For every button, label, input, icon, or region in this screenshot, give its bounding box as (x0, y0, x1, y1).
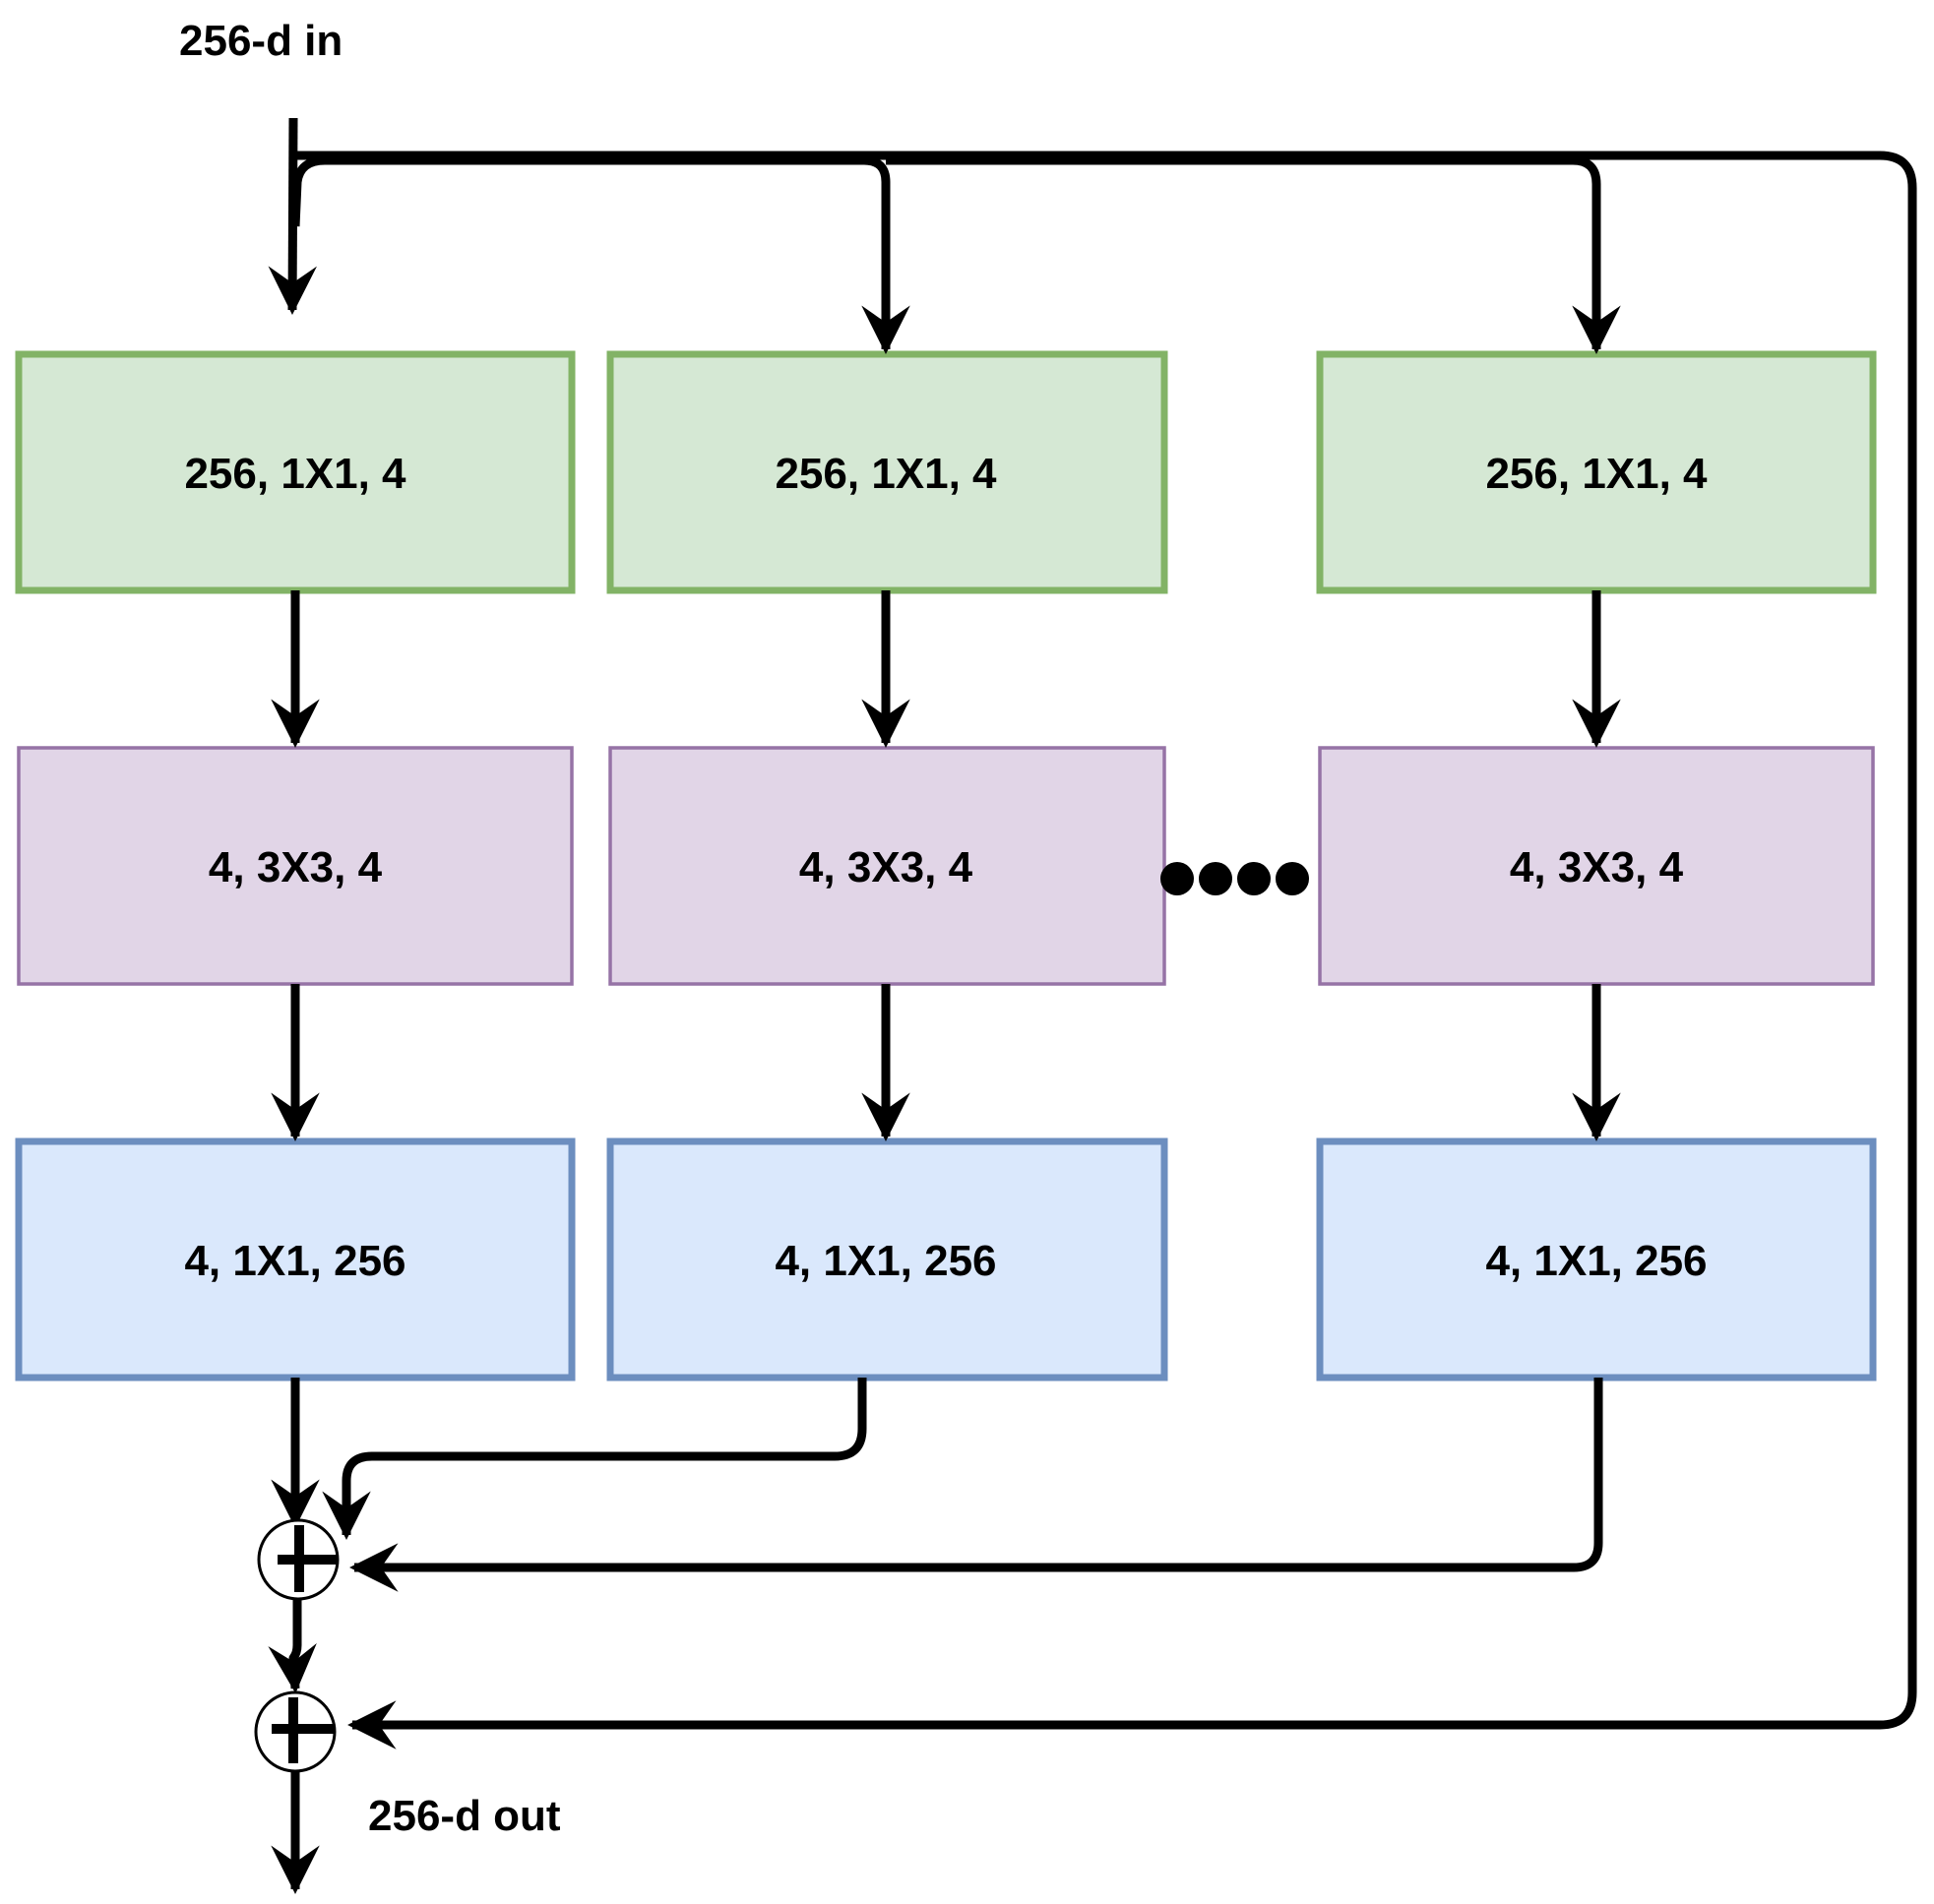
conv-1x1-expand-box (15, 1137, 576, 1382)
conv-1x1-reduce-label: 256, 1X1, 4 (184, 450, 406, 498)
path-3-output-arrow (349, 1378, 1603, 1592)
branch-3-input-arrow (886, 155, 1621, 354)
conv-1x1-reduce-box (15, 350, 576, 594)
ellipsis-dots (1160, 862, 1309, 895)
residual-sum-node (254, 1690, 337, 1773)
ellipsis-dot (1160, 862, 1194, 895)
ellipsis-dot (1199, 862, 1232, 895)
output-label: 256-d out (368, 1792, 561, 1840)
path-1: 256, 1X1, 4 4, 3X3, 4 4, 1X1, 256 (15, 350, 576, 1382)
input-edges (268, 117, 1917, 1750)
conv-1x1-reduce-box (606, 350, 1168, 594)
conv-3x3-box (608, 746, 1166, 986)
conv-1x1-expand-box (606, 1137, 1168, 1382)
conv-1x1-expand-label: 4, 1X1, 256 (775, 1237, 996, 1285)
conv-1x1-reduce-label: 256, 1X1, 4 (1485, 450, 1708, 498)
layer-edges (271, 590, 1621, 1141)
path-2: 256, 1X1, 4 4, 3X3, 4 4, 1X1, 256 (606, 350, 1168, 1382)
input-label: 256-d in (179, 17, 343, 65)
conv-3x3-box (1318, 746, 1875, 986)
conv-3x3-label: 4, 3X3, 4 (209, 843, 383, 891)
conv-3x3-label: 4, 3X3, 4 (799, 843, 973, 891)
path-3: 256, 1X1, 4 4, 3X3, 4 4, 1X1, 256 (1316, 350, 1877, 1382)
conv-1x1-expand-label: 4, 1X1, 256 (1485, 1237, 1707, 1285)
ellipsis-dot (1276, 862, 1309, 895)
conv-3x3-box (17, 746, 574, 986)
branch-2-input-arrow (325, 155, 910, 354)
output-edges (268, 1378, 1603, 1894)
conv-3x3-label: 4, 3X3, 4 (1510, 843, 1684, 891)
conv-1x1-reduce-label: 256, 1X1, 4 (775, 450, 997, 498)
sum-to-sum-arrow (268, 1599, 317, 1693)
skip-connection-line (293, 151, 1917, 1750)
ellipsis-dot (1237, 862, 1271, 895)
branch-1-input-curve (290, 155, 326, 227)
conv-1x1-expand-label: 4, 1X1, 256 (184, 1237, 406, 1285)
path-2-output-arrow (322, 1378, 867, 1540)
aggregate-sum-node (257, 1518, 340, 1601)
